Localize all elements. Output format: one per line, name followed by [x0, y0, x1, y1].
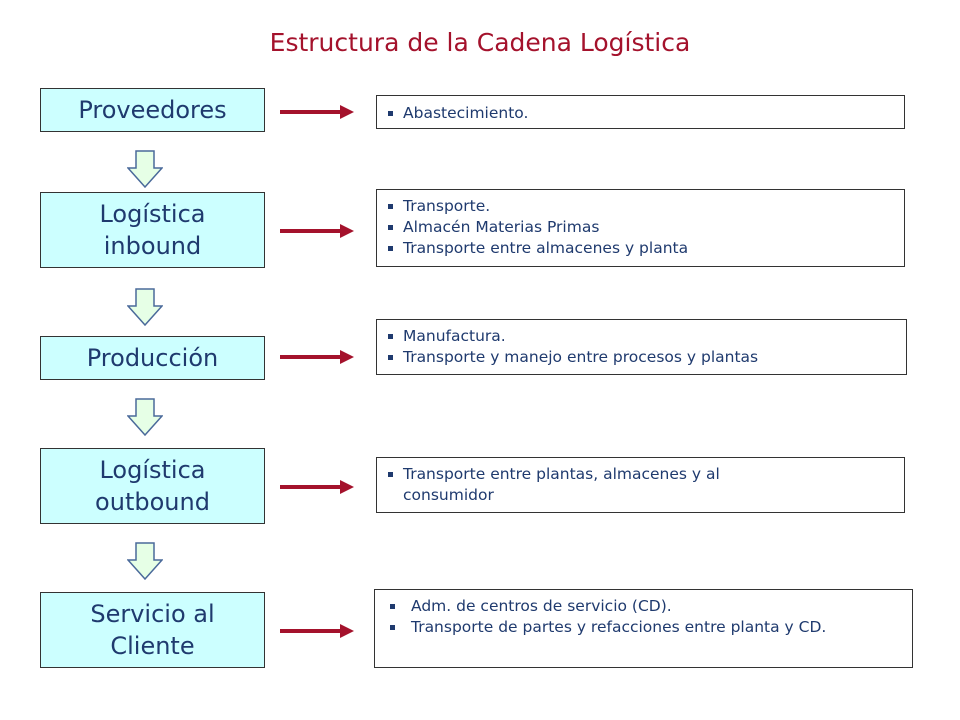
description-box-proveedores: Abastecimiento.	[376, 95, 905, 129]
stage-produccion: Producción	[40, 336, 265, 380]
arrow-down-icon	[127, 150, 163, 188]
description-box-outbound: Transporte entre plantas, almacenes y al…	[376, 457, 905, 513]
description-box-inbound: Transporte. Almacén Materias Primas Tran…	[376, 189, 905, 267]
description-item: Adm. de centros de servicio (CD).	[381, 596, 906, 617]
arrow-right-icon	[280, 350, 354, 364]
description-item: Transporte entre plantas, almacenes y al…	[383, 464, 898, 506]
stage-label: Logística outbound	[95, 456, 210, 516]
stage-proveedores: Proveedores	[40, 88, 265, 132]
arrow-right-icon	[280, 105, 354, 119]
arrow-right-icon	[280, 624, 354, 638]
stage-logistica-outbound: Logística outbound	[40, 448, 265, 524]
arrow-down-icon	[127, 288, 163, 326]
stage-label: Logística inbound	[99, 200, 206, 260]
stage-servicio-al-cliente: Servicio al Cliente	[40, 592, 265, 668]
description-item: Transporte.	[383, 196, 898, 217]
stage-label: Producción	[86, 344, 219, 372]
stage-label: Proveedores	[78, 96, 227, 124]
arrow-down-icon	[127, 542, 163, 580]
arrow-down-icon	[127, 398, 163, 436]
description-item: Transporte de partes y refacciones entre…	[381, 617, 906, 638]
stage-logistica-inbound: Logística inbound	[40, 192, 265, 268]
description-item: Transporte y manejo entre procesos y pla…	[383, 347, 900, 368]
description-box-produccion: Manufactura. Transporte y manejo entre p…	[376, 319, 907, 375]
description-item: Abastecimiento.	[383, 103, 898, 124]
stage-label: Servicio al Cliente	[90, 600, 215, 660]
description-item: Transporte entre almacenes y planta	[383, 238, 898, 259]
arrow-right-icon	[280, 480, 354, 494]
arrow-right-icon	[280, 224, 354, 238]
diagram-title: Estructura de la Cadena Logística	[269, 28, 691, 57]
description-item: Manufactura.	[383, 326, 900, 347]
description-item: Almacén Materias Primas	[383, 217, 898, 238]
description-box-servicio: Adm. de centros de servicio (CD). Transp…	[374, 589, 913, 668]
